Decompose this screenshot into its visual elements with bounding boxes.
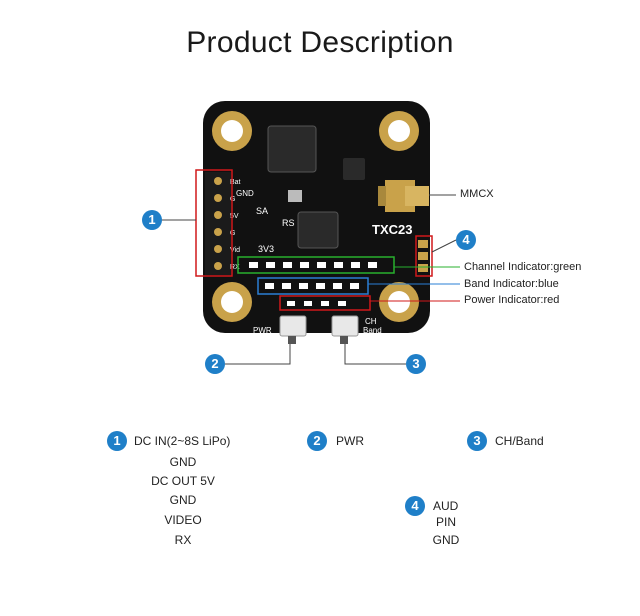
legend-4-line: AUD	[433, 499, 459, 513]
mounting-hole-top-right-icon	[379, 111, 419, 151]
band-led-row-icon	[265, 283, 359, 289]
pwr-button-icon	[279, 315, 307, 344]
power-led-row-icon	[287, 301, 346, 306]
callout-box-band	[257, 277, 369, 295]
pad-label: RX	[230, 264, 240, 271]
pad-label: 5V	[230, 213, 239, 220]
callout-line-3	[344, 344, 406, 365]
legend-3-badge: 3	[467, 431, 487, 451]
marker-2-icon: 2	[205, 354, 225, 374]
pad-label: Bat	[230, 179, 241, 186]
ch-band-button-icon	[331, 315, 359, 344]
callout-box-channel	[237, 256, 395, 274]
board-gnd-label: GND	[236, 189, 254, 198]
callout-line-2	[225, 344, 291, 365]
legend-4-badge: 4	[405, 496, 425, 516]
callout-box-audio	[415, 235, 433, 277]
channel-indicator-label: Channel Indicator:green	[464, 261, 582, 273]
board-3v3-label: 3V3	[258, 244, 274, 254]
legend-2-badge: 2	[307, 431, 327, 451]
board-rs-label: RS	[282, 218, 295, 228]
page-title: Product Description	[186, 26, 454, 59]
left-pads-icon	[205, 172, 231, 275]
band-indicator-label: Band Indicator:blue	[464, 278, 559, 290]
channel-led-row-icon	[249, 262, 377, 268]
callout-box-pads	[195, 169, 233, 277]
mounting-hole-bottom-left-icon	[212, 282, 252, 322]
board-pwr-label: PWR	[253, 326, 272, 335]
legend-1-line: GND	[169, 493, 197, 507]
power-indicator-label: Power Indicator:red	[464, 294, 560, 306]
legend-1-line: DC OUT 5V	[151, 474, 215, 488]
legend-1-line: VIDEO	[164, 513, 202, 527]
marker-4-icon: 4	[456, 230, 476, 250]
board-model-label: TXC23	[372, 222, 412, 237]
callout-box-power	[279, 295, 371, 311]
callout-line-4	[431, 239, 457, 253]
legend-2-label: PWR	[336, 434, 364, 448]
legend-1-badge: 1	[107, 431, 127, 451]
marker-1-icon: 1	[142, 210, 162, 230]
legend-1-line: GND	[169, 455, 197, 469]
mounting-hole-top-left-icon	[212, 111, 252, 151]
crystal-icon	[288, 190, 302, 202]
legend-1-line: DC IN(2~8S LiPo)	[134, 434, 231, 448]
legend-1-line: RX	[174, 533, 192, 547]
secondary-chip-icon	[297, 211, 339, 249]
marker-3-icon: 3	[406, 354, 426, 374]
audio-pads-icon	[418, 240, 428, 272]
legend-4-line: GND	[432, 533, 460, 547]
legend-3-label: CH/Band	[495, 434, 544, 448]
pad-label: Vid	[230, 247, 240, 254]
mounting-hole-bottom-right-icon	[379, 282, 419, 322]
mmcx-label: MMCX	[460, 188, 494, 200]
mmcx-connector-icon	[378, 180, 429, 212]
main-chip-icon	[267, 125, 317, 173]
board-sa-label: SA	[256, 206, 268, 216]
legend-4-line: PIN	[435, 515, 456, 529]
board-ch-label: CH	[365, 317, 377, 326]
small-component-icon	[343, 158, 365, 180]
board-band-label: Band	[363, 326, 382, 335]
